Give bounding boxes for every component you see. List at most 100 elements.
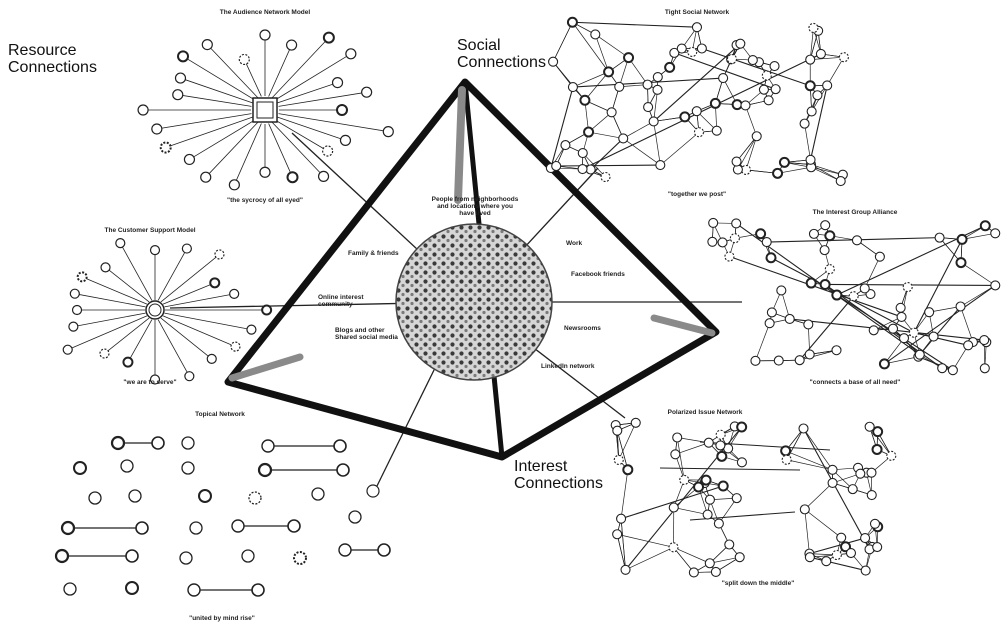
network-node (712, 126, 721, 135)
network-node (813, 91, 822, 100)
network-node (239, 54, 249, 64)
network-node (619, 134, 628, 143)
network-edge (865, 257, 880, 289)
network-node (319, 171, 329, 181)
network-node (323, 146, 333, 156)
network-edge (75, 294, 146, 307)
network-node (980, 364, 989, 373)
network-node (725, 252, 734, 261)
customer-support-title: The Customer Support Model (105, 228, 196, 235)
network-node (771, 85, 780, 94)
network-node (333, 78, 343, 88)
network-node (367, 485, 379, 497)
network-node (873, 445, 882, 454)
network-node (767, 308, 776, 317)
network-node (735, 553, 744, 562)
network-node (621, 565, 630, 574)
network-edge (572, 22, 608, 72)
network-node (182, 462, 194, 474)
network-node (677, 44, 686, 53)
network-node (287, 40, 297, 50)
network-node (903, 283, 912, 292)
network-node (822, 557, 831, 566)
network-node (809, 23, 818, 32)
network-node (938, 364, 947, 373)
network-edge (165, 294, 235, 307)
network-node (190, 522, 202, 534)
hub-label-work: Work (566, 241, 582, 248)
network-node (799, 424, 808, 433)
network-node (732, 494, 741, 503)
network-node (247, 325, 256, 334)
network-edge (621, 519, 625, 570)
polarized-network-title: Polarized Issue Network (668, 410, 743, 417)
network-node (733, 100, 742, 109)
network-edge (884, 285, 995, 363)
network-node (703, 510, 712, 519)
network-node (152, 437, 164, 449)
network-edge (623, 138, 660, 165)
network-node (716, 441, 725, 450)
audience-model-title: The Audience Network Model (220, 10, 310, 17)
network-edge (244, 59, 261, 96)
network-node (865, 422, 874, 431)
network-node (334, 440, 346, 452)
network-node (178, 51, 188, 61)
network-node (568, 18, 577, 27)
network-node (839, 53, 848, 62)
network-edge (556, 165, 660, 166)
customer-support-caption: "we are to serve" (123, 380, 176, 387)
tight-social-title: Tight Social Network (665, 10, 729, 17)
network-node (828, 478, 837, 487)
network-node (780, 158, 789, 167)
network-node (697, 44, 706, 53)
network-node (138, 105, 148, 115)
network-node (861, 566, 870, 575)
network-node (614, 455, 623, 464)
network-node (63, 345, 72, 354)
network-node (613, 530, 622, 539)
network-edge (755, 323, 769, 361)
network-edge (677, 438, 684, 480)
network-node (549, 57, 558, 66)
network-node (580, 96, 589, 105)
network-node (680, 112, 689, 121)
network-node (909, 328, 918, 337)
network-node (149, 304, 161, 316)
network-node (897, 312, 906, 321)
network-node (774, 356, 783, 365)
network-node (704, 438, 713, 447)
audience-model-caption: "the sycrocy of all eyed" (227, 198, 303, 205)
network-node (705, 495, 714, 504)
network-node (207, 354, 216, 363)
network-node (732, 157, 741, 166)
network-node (694, 128, 703, 137)
interest-group-caption: "connects a base of all need" (810, 380, 901, 387)
network-node (126, 550, 138, 562)
network-node (717, 452, 726, 461)
network-node (711, 99, 720, 108)
network-node (215, 250, 224, 259)
network-edge (675, 443, 708, 455)
network-node (252, 584, 264, 596)
network-edge (82, 277, 147, 304)
network-node (752, 132, 761, 141)
network-node (337, 105, 347, 115)
network-node (711, 567, 720, 576)
network-node (262, 440, 274, 452)
network-node (875, 252, 884, 261)
network-node (762, 238, 771, 247)
tight-social-caption: "together we post" (668, 192, 726, 199)
network-node (806, 155, 815, 164)
network-node (112, 437, 124, 449)
network-edge (674, 547, 710, 563)
social-connections-label: Social Connections (457, 38, 546, 72)
network-node (957, 258, 966, 267)
network-node (288, 520, 300, 532)
network-node (825, 231, 834, 240)
network-node (631, 418, 640, 427)
topical-network-title: Topical Network (195, 412, 245, 419)
network-node (89, 492, 101, 504)
network-node (669, 543, 678, 552)
